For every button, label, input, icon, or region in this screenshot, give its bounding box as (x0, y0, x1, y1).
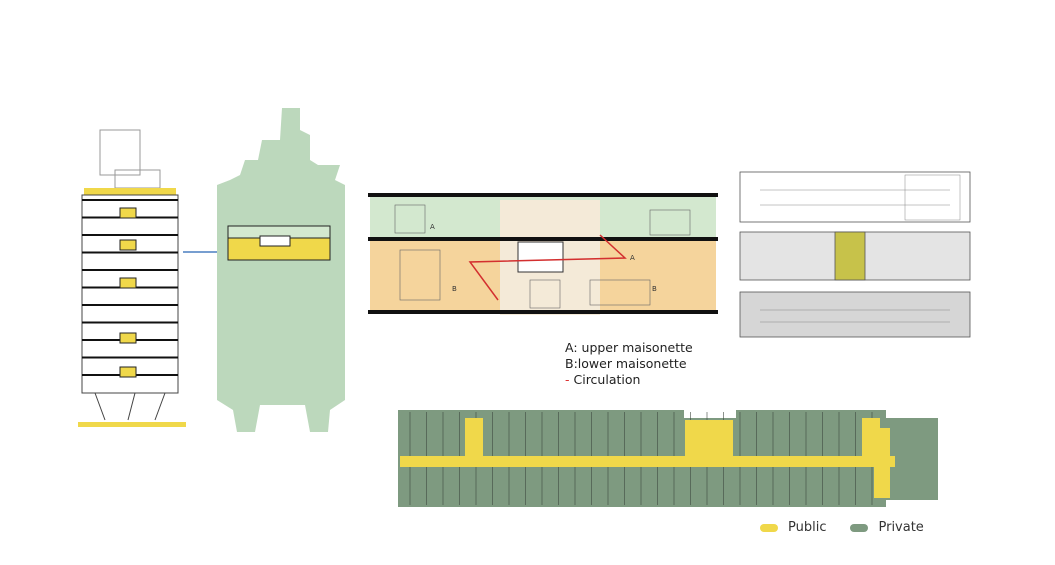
label-b-right: B (652, 285, 657, 293)
legend-public: Public (788, 520, 827, 535)
legend-private: Private (878, 520, 924, 535)
maisonette-section: A A B B (368, 193, 718, 315)
floor-plans (739, 171, 971, 338)
caption-upper: A: upper maisonette (565, 340, 693, 355)
legend: Public Private (760, 520, 924, 535)
caption-circulation: - Circulation (565, 372, 693, 388)
circulation-label: Circulation (569, 372, 641, 387)
label-a-right: A (630, 254, 635, 262)
label-b-left: B (452, 285, 457, 293)
building-section-drawing (78, 129, 186, 427)
label-a-left: A (430, 223, 435, 231)
public-swatch (760, 523, 778, 532)
building-silhouette (217, 108, 345, 432)
circulation-line (468, 234, 627, 301)
caption-lower: B:lower maisonette (565, 356, 687, 371)
typical-floor-plan (398, 410, 938, 507)
private-swatch (850, 523, 869, 532)
caption: A: upper maisonette B:lower maisonette -… (565, 340, 693, 388)
circulation-dash: - (565, 372, 570, 387)
